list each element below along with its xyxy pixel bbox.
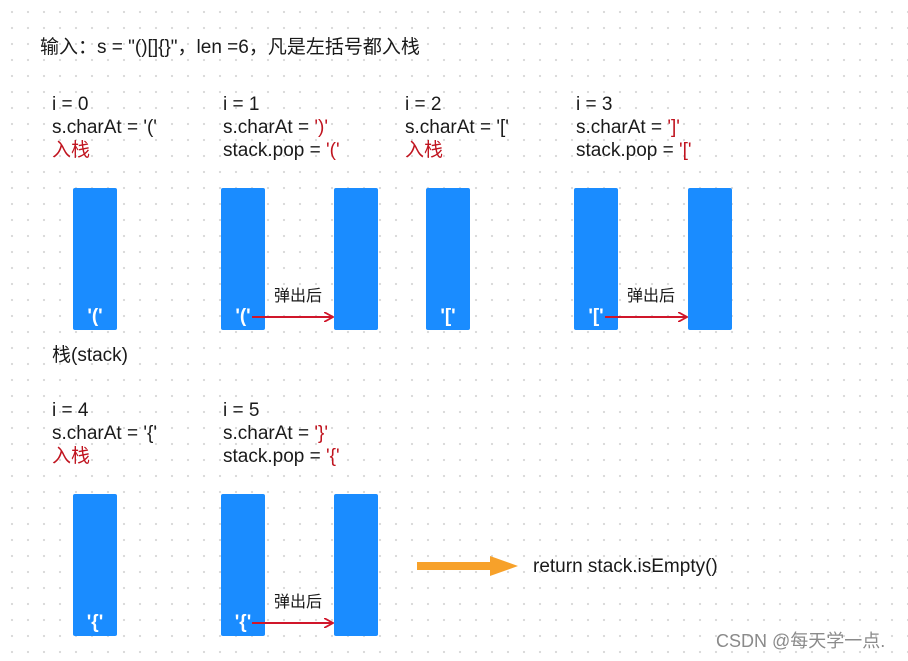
step-5-char: s.charAt = '}' <box>223 422 328 445</box>
step-3-stack-after <box>688 188 732 330</box>
step-1-index: i = 1 <box>223 94 260 115</box>
step-1-pop-prefix: stack.pop = <box>223 140 326 161</box>
result-arrow <box>417 556 518 576</box>
step-2-push-label: 入栈 <box>405 140 444 161</box>
step-1-arrow-label: 弹出后 <box>274 288 323 305</box>
step-3-pop: stack.pop = '[' <box>576 139 692 162</box>
step-0-stack: '(' <box>73 188 117 330</box>
step-5-stack-top: '{' <box>234 612 252 633</box>
step-1-stack-after <box>334 188 378 330</box>
step-2-char: s.charAt = '[' <box>405 117 509 138</box>
step-1-char-value: ')' <box>314 117 328 138</box>
step-3-char: s.charAt = ']' <box>576 116 680 139</box>
step-3-arrow-label: 弹出后 <box>627 288 676 305</box>
watermark: CSDN @每天学一点. <box>716 631 886 651</box>
step-4-push-label: 入栈 <box>52 446 91 467</box>
step-5-stack-after <box>334 494 378 636</box>
step-3-stack-top: '[' <box>588 306 604 327</box>
step-1-char: s.charAt = ')' <box>223 116 328 139</box>
step-1-pop-value: '(' <box>325 140 340 161</box>
step-2-stack-top: '[' <box>440 306 456 327</box>
step-5-char-prefix: s.charAt = <box>223 423 315 444</box>
step-3-index: i = 3 <box>576 94 613 115</box>
step-3-char-prefix: s.charAt = <box>576 117 668 138</box>
step-4-stack: '{' <box>73 494 117 636</box>
step-4-char: s.charAt = '{' <box>52 423 157 444</box>
step-1-stack-top: '(' <box>235 306 251 327</box>
step-3-stack-before: '[' <box>574 188 618 330</box>
header-description: 输入：s = "()[]{}"，len =6，凡是左括号都入栈 <box>40 37 420 58</box>
step-0-stack-top: '(' <box>87 306 103 327</box>
step-3-pop-prefix: stack.pop = <box>576 140 679 161</box>
step-0-char: s.charAt = '(' <box>52 117 157 138</box>
step-3-pop-value: '[' <box>678 140 692 161</box>
step-0-index: i = 0 <box>52 94 89 115</box>
step-2-index: i = 2 <box>405 94 442 115</box>
step-0-push-label: 入栈 <box>52 140 91 161</box>
step-5-char-value: '}' <box>314 423 328 444</box>
step-1-stack-before: '(' <box>221 188 265 330</box>
step-5-pop-value: '{' <box>325 446 340 467</box>
step-5-stack-before: '{' <box>221 494 265 636</box>
result-text: return stack.isEmpty() <box>533 556 718 577</box>
step-2-stack: '[' <box>426 188 470 330</box>
step-5-pop-prefix: stack.pop = <box>223 446 326 467</box>
step-4-stack-top: '{' <box>86 612 104 633</box>
step-5-arrow-label: 弹出后 <box>274 594 323 611</box>
step-5-pop: stack.pop = '{' <box>223 445 340 468</box>
step-1-pop: stack.pop = '(' <box>223 139 340 162</box>
step-4-index: i = 4 <box>52 400 89 421</box>
step-5-index: i = 5 <box>223 400 260 421</box>
step-3-char-value: ']' <box>667 117 680 138</box>
stack-caption: 栈(stack) <box>52 345 129 366</box>
step-1-char-prefix: s.charAt = <box>223 117 315 138</box>
